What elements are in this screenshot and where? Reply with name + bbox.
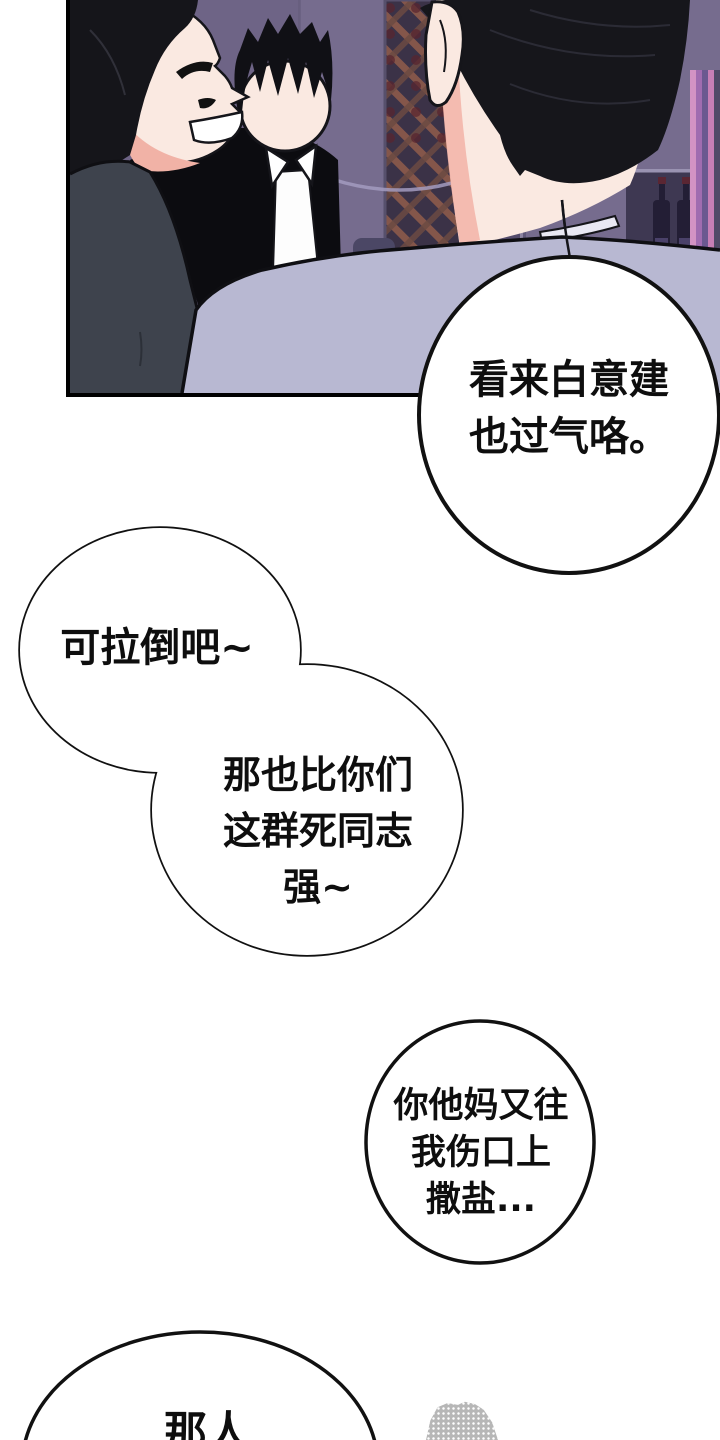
hair-strand xyxy=(529,9,671,28)
bubble-line: 可拉倒吧~ xyxy=(60,625,254,671)
panel-art xyxy=(70,0,720,393)
gray-jacket xyxy=(70,161,197,393)
character-left xyxy=(70,0,251,393)
bubble-line: 那人 xyxy=(164,1408,250,1440)
eye xyxy=(198,98,216,109)
spiky-hair xyxy=(234,14,333,112)
neck-shadow xyxy=(120,115,200,172)
bubble-line: 这群死同志 xyxy=(222,809,414,853)
jacket-outline xyxy=(70,159,199,309)
collar-left xyxy=(264,145,290,190)
bubble-line: 也过气咯。 xyxy=(469,414,669,460)
hair-back xyxy=(420,0,690,184)
ear-inner-line xyxy=(439,19,447,73)
bubble-line: 我伤口上 xyxy=(410,1133,552,1173)
halftone-figure xyxy=(426,1401,498,1440)
bubble-1-text: 看来白意建 也过气咯。 xyxy=(469,352,669,466)
shirt-outline xyxy=(180,235,720,393)
comic-panel xyxy=(66,0,720,397)
hair-strand xyxy=(509,83,651,105)
ear xyxy=(424,0,465,107)
hair-strand xyxy=(89,29,126,96)
bubble-line: 撒盐... xyxy=(426,1180,536,1220)
bubble-5-text: 那人 xyxy=(164,1408,250,1440)
hair-strand xyxy=(489,29,656,58)
bubble-line: 强~ xyxy=(283,865,353,909)
collar-right xyxy=(294,143,318,188)
bubble-line: 你他妈又往 xyxy=(393,1086,569,1126)
jacket-crease xyxy=(139,331,143,367)
bubble-line: 那也比你们 xyxy=(222,753,414,797)
striped-curtain xyxy=(690,70,720,335)
smiling-mouth xyxy=(188,110,244,144)
eyebrow xyxy=(176,61,213,79)
bubble-4-text: 你他妈又往 我伤口上 撒盐... xyxy=(393,1083,568,1224)
bubble-line: 看来白意建 xyxy=(469,357,669,403)
neck-shade xyxy=(440,55,480,245)
bubble-3-text: 那也比你们 这群死同志 强~ xyxy=(223,747,413,915)
bubble-2-text: 可拉倒吧~ xyxy=(60,623,254,673)
